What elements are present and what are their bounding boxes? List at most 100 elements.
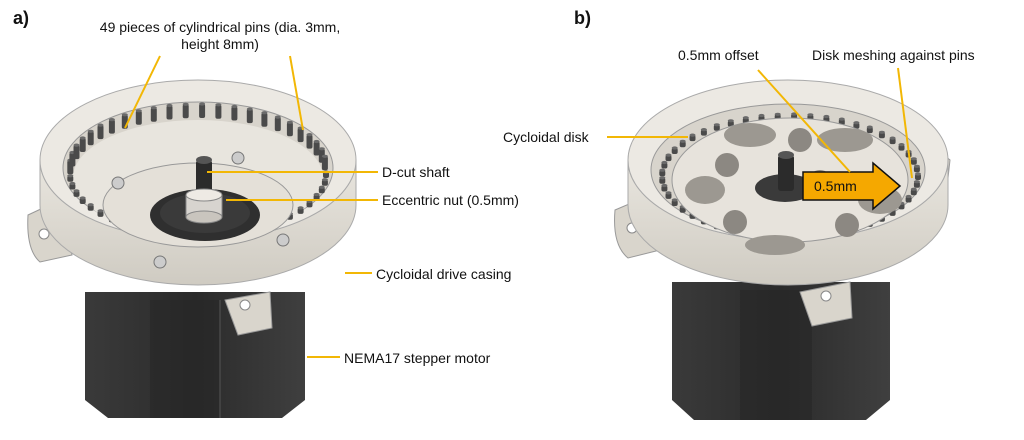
pin-top [807,113,814,117]
pin-top [87,203,94,207]
pin [913,166,920,173]
panel-a-illustration [27,79,357,418]
pin-top [679,139,686,143]
pin [313,141,320,156]
pin [274,117,281,132]
pin-top [73,189,80,193]
pin-top [689,133,696,137]
pin [306,201,313,208]
pin [898,144,905,151]
offset-callout-line [757,69,851,173]
pins-callout: 49 pieces of cylindrical pins (dia. 3mm,… [72,19,368,53]
pin-top [853,121,860,125]
meshing-callout-line [897,67,913,179]
pin-top [791,112,798,116]
pin-top [742,116,749,120]
pin-top [889,136,896,140]
pin [246,109,253,124]
pin-top [758,113,765,118]
pin [79,138,86,152]
callouts-a [124,55,378,358]
pin-top [79,196,86,200]
pin-top [97,123,104,127]
pin [87,131,94,146]
pin [910,189,917,196]
pin [913,181,920,188]
pin-top [905,194,912,199]
pin-top [671,146,678,150]
pin [665,192,672,199]
pin-top [215,103,222,107]
pin [67,175,74,182]
pin-top [67,174,74,178]
pin [79,198,86,204]
offset-arrow [802,161,902,211]
pin [853,122,860,129]
pin-top [318,147,325,151]
disk-callout: Cycloidal disk [503,129,589,145]
pin [87,204,94,211]
pins-callout-line1: 49 pieces of cylindrical pins (dia. 3mm, [99,19,341,35]
pin-top [231,104,238,109]
pin-top [661,183,668,188]
pin [297,207,304,214]
pin-top [121,113,128,117]
pin-top [910,187,917,191]
pin [321,156,328,171]
pin-top [665,153,672,157]
pin-top [321,154,328,158]
panel-a-label: a) [13,8,30,28]
callouts-b [607,67,913,179]
pin [97,125,104,140]
pin-top [199,102,206,106]
motor-callout: NEMA17 stepper motor [344,350,491,366]
offset-callout: 0.5mm offset [678,47,759,63]
pin [713,124,720,131]
pin [889,138,896,145]
pin [306,134,313,149]
pin-top [313,192,320,197]
panel-b-label: b) [574,8,591,28]
pin-top [274,115,281,119]
pin-top [659,168,666,172]
pin-top [297,206,304,210]
pin-top [838,117,845,121]
pin-top [79,136,86,140]
pin [866,127,873,134]
pin [659,170,666,177]
pin [910,158,917,165]
pin-top [87,129,94,133]
pin-top [150,106,157,110]
pin-top [774,112,781,116]
pin [150,107,157,122]
pin-top [913,180,920,184]
shaft-callout: D-cut shaft [382,164,450,180]
pin-top [713,123,720,127]
pin-top [306,133,313,137]
pin-top [321,178,328,182]
pin [135,110,142,125]
pin [199,104,206,118]
pin-top [261,111,268,115]
pin-top [866,125,873,129]
pin [108,119,115,134]
pin [166,105,173,120]
pin [679,141,686,148]
pin [700,129,707,136]
pin-top [73,143,80,147]
pin [69,183,76,190]
pin [97,210,104,217]
pin-top [665,191,672,195]
pins-callout-line-left [124,55,161,129]
pin [915,174,921,180]
pin [671,200,678,206]
pin-top [878,130,885,134]
stepper-motor-a [85,292,305,418]
pin [659,177,666,184]
pin [661,185,668,192]
pin-top [727,119,734,123]
pin [297,128,304,143]
pin [665,155,672,162]
panel-b-illustration [614,79,951,420]
